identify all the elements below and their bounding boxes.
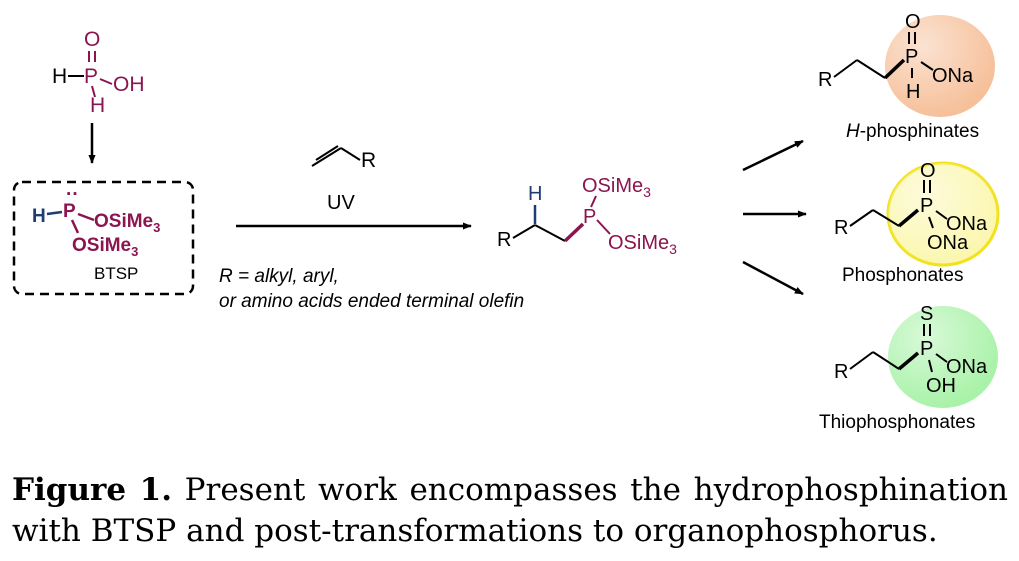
product1-r: R [818,69,832,91]
hypophosphorous-acid: O H P OH H [52,28,145,117]
btsp-box [12,180,195,296]
figure-caption: Figure 1. Present work encompasses the h… [12,470,1008,552]
caption-text: Present work encompasses the hydrophosph… [12,472,1008,549]
reactant-oh: OH [113,73,145,96]
intermediate: H R P OSiMe3 OSiMe3 [497,175,677,257]
reaction-scheme: O H P OH H ·· H P OSiMe3 OSiMe3 BTSP R U… [12,11,1000,433]
btsp-osime3-down: OSiMe3 [72,235,138,259]
product1-right: ONa [932,65,974,87]
reactant-o: O [84,28,100,51]
btsp-osime3-right: OSiMe3 [94,211,160,235]
product1-bottom: H [906,81,920,103]
btsp-lone-pair: ·· [66,184,79,205]
product3-p: P [920,338,933,360]
condition-uv: UV [327,192,355,214]
intermediate-osime3-right: OSiMe3 [608,232,677,257]
intermediate-h: H [528,183,542,205]
product2-r: R [834,217,848,239]
reactant-h-left: H [52,65,67,88]
intermediate-p: P [583,206,596,228]
scope-note-line2: or amino acids ended terminal olefin [219,291,524,312]
product2-right: ONa [946,213,988,235]
btsp-label: BTSP [94,264,138,283]
reactant-p: P [84,65,98,88]
product-thiophosphonate: R P S ONa OH [834,303,998,408]
btsp-p: P [63,201,76,222]
product3-r: R [834,361,848,383]
product3-right: ONa [946,356,988,378]
product-phosphonate: R P O ONa ONa [834,160,1000,267]
product1-label: H-phosphinates [846,121,979,142]
arrow-to-phosphinates [742,139,804,172]
scope-note-line1: R = alkyl, aryl, [219,266,339,287]
product1-p: P [905,46,918,68]
product3-label: Thiophosphonates [819,412,975,433]
product2-p: P [920,195,933,217]
intermediate-r: R [497,229,511,251]
olefin-r: R [361,149,376,172]
caption-label: Figure 1. [12,472,172,508]
product1-top: O [905,11,921,33]
product-h-phosphinate: R P O ONa H [818,11,995,117]
btsp-h: H [32,206,46,227]
olefin-reagent: R [311,145,376,172]
arrow-to-thiophosphonates [742,260,804,296]
btsp-structure: ·· H P OSiMe3 OSiMe3 [32,184,160,259]
product2-top: O [920,160,936,182]
product3-top: S [920,303,933,325]
product2-bottom: ONa [927,232,969,254]
reactant-h-bottom: H [90,94,105,117]
product2-label: Phosphonates [842,265,964,286]
product3-bottom: OH [926,375,956,397]
intermediate-osime3-top: OSiMe3 [582,175,651,200]
